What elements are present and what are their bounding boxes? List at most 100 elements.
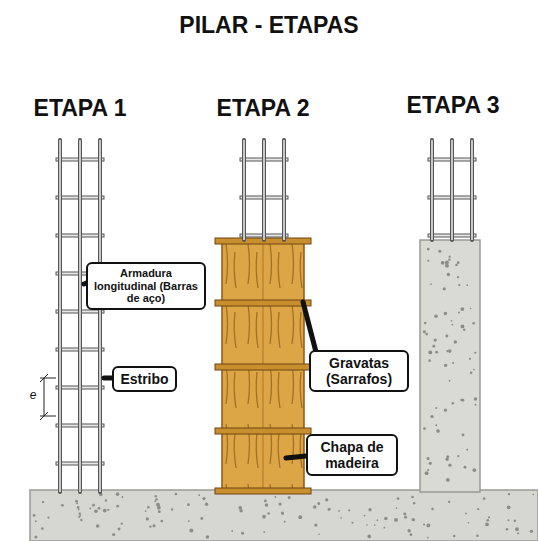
callout-box: Estribo	[112, 366, 177, 392]
speckle	[428, 359, 431, 362]
speckle	[298, 515, 302, 519]
speckle	[96, 524, 100, 528]
ground-slab	[30, 490, 538, 541]
steel-bar	[430, 140, 434, 240]
speckle	[472, 322, 475, 325]
speckle	[444, 364, 447, 367]
speckle	[412, 518, 415, 521]
callout-text: Chapa de madeira	[314, 439, 390, 471]
speckle	[507, 505, 511, 509]
callout-box: Chapa de madeira	[306, 434, 398, 476]
speckle	[318, 533, 320, 535]
steel-bar	[450, 140, 454, 240]
steel-bar-highlight	[243, 140, 245, 240]
speckle	[78, 509, 80, 511]
speckle	[278, 503, 281, 506]
speckle	[469, 358, 471, 360]
gravata	[215, 364, 311, 370]
speckle	[158, 510, 161, 513]
speckle	[434, 338, 437, 341]
speckle	[461, 325, 465, 329]
speckle	[103, 509, 107, 513]
speckle	[317, 502, 320, 505]
speckle	[328, 508, 331, 511]
callout-text: Estribo	[120, 371, 169, 387]
callout-text: Gravatas (Sarrafos)	[317, 355, 401, 387]
speckle	[444, 312, 447, 315]
speckle	[448, 258, 450, 260]
speckle	[428, 350, 432, 354]
speckle	[445, 264, 449, 268]
speckle	[452, 402, 455, 405]
speckle	[116, 505, 119, 508]
speckle	[149, 525, 151, 527]
speckle	[94, 509, 98, 513]
speckle	[424, 322, 426, 324]
speckle	[241, 532, 244, 535]
steel-bar	[242, 140, 246, 240]
speckle	[112, 533, 115, 536]
speckle	[410, 533, 413, 536]
speckle	[435, 351, 438, 354]
speckle	[76, 502, 78, 504]
callout-box: Armadura longitudinal (Barras de aço)	[86, 262, 206, 310]
steel-bar	[58, 140, 62, 492]
speckle	[200, 517, 203, 520]
speckle	[475, 404, 477, 406]
speckle	[205, 503, 208, 506]
speckle	[394, 518, 398, 522]
speckle	[449, 380, 451, 382]
speckle	[488, 516, 490, 518]
speckle	[445, 458, 448, 461]
speckle	[160, 520, 163, 523]
speckle	[313, 505, 317, 509]
speckle	[42, 501, 44, 503]
speckle	[34, 536, 37, 539]
speckle	[457, 276, 459, 278]
speckle	[79, 512, 82, 515]
speckle	[448, 501, 450, 503]
speckle	[118, 528, 121, 531]
speckle	[460, 307, 464, 311]
speckle	[265, 503, 268, 506]
steel-bar-highlight	[283, 140, 285, 240]
speckle	[532, 494, 534, 496]
speckle	[198, 494, 200, 496]
concrete-column	[420, 240, 480, 492]
speckle	[483, 497, 486, 500]
speckle	[455, 264, 458, 267]
speckle	[453, 535, 456, 538]
speckle	[314, 523, 317, 526]
callout-text: Armadura longitudinal (Barras de aço)	[94, 267, 198, 305]
speckle	[477, 508, 479, 510]
speckle	[441, 261, 445, 265]
speckle	[79, 515, 81, 517]
steel-bar	[262, 140, 266, 240]
speckle	[425, 333, 428, 336]
speckle	[427, 537, 429, 539]
speckle	[423, 330, 426, 333]
speckle	[463, 466, 466, 469]
speckle	[443, 287, 446, 290]
speckle	[35, 520, 37, 522]
speckle	[429, 462, 432, 465]
speckle	[470, 308, 472, 310]
speckle	[396, 507, 398, 509]
speckle	[473, 468, 477, 472]
speckle	[427, 469, 429, 471]
dimension-label: e	[30, 388, 37, 402]
speckle	[41, 527, 44, 530]
speckle	[473, 369, 475, 371]
speckle	[98, 507, 101, 510]
gravata	[215, 428, 311, 434]
speckle	[438, 250, 441, 253]
speckle	[187, 503, 190, 506]
speckle	[171, 508, 173, 510]
speckle	[470, 372, 473, 375]
speckle	[446, 478, 450, 482]
steel-bar-highlight	[471, 140, 473, 240]
speckle	[454, 340, 457, 343]
speckle	[430, 283, 432, 285]
steel-bar-highlight	[99, 140, 101, 492]
speckle	[105, 499, 107, 501]
